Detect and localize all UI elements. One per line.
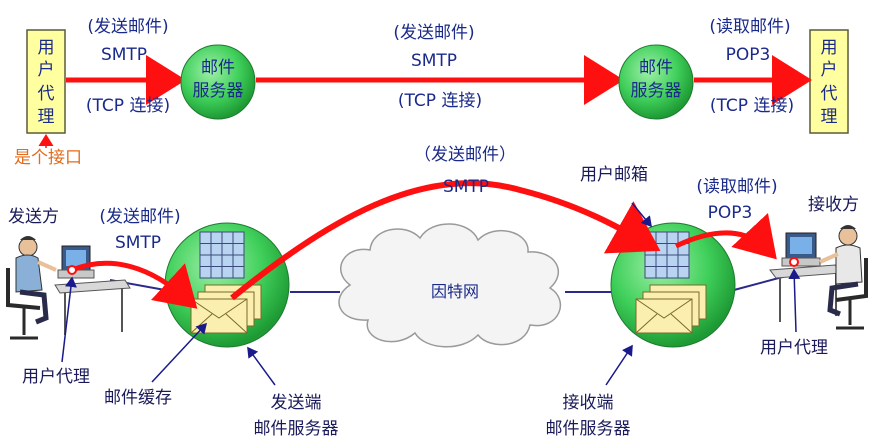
server1-line2: 服务器 — [193, 81, 244, 101]
label3-top: (读取邮件) — [709, 17, 790, 37]
top-mail-server-2: 邮件 服务器 — [618, 44, 694, 120]
ua-left-char-4: 理 — [38, 107, 55, 127]
ua-left-char-1: 用 — [38, 38, 55, 58]
send-arrow-origin — [67, 265, 77, 275]
ua-left-char-2: 户 — [38, 60, 55, 80]
read-label-top: (读取邮件) — [696, 177, 777, 197]
internet-cloud: 因特网 — [338, 223, 561, 348]
label2-proto: SMTP — [411, 51, 457, 71]
sender-person-icon — [6, 236, 131, 340]
recv-server-pointer — [605, 344, 633, 386]
server2-line2: 服务器 — [631, 81, 682, 101]
receiver-person-icon — [769, 225, 868, 330]
ua-left-label: 用户代理 — [22, 367, 90, 387]
send-label-proto: SMTP — [115, 233, 161, 253]
send-mail-server — [164, 222, 290, 348]
send-server-line2: 邮件服务器 — [254, 419, 339, 439]
label2-bottom: (TCP 连接) — [398, 91, 482, 111]
server1-line1: 邮件 — [201, 58, 235, 78]
bottom-arrow-relay — [230, 180, 661, 301]
ua-right-char-3: 代 — [821, 84, 838, 104]
mail-cache-label: 邮件缓存 — [104, 388, 172, 408]
sender-label: 发送方 — [8, 207, 59, 227]
relay-label-top: （发送邮件） — [414, 145, 516, 165]
receiver-label: 接收方 — [808, 195, 859, 215]
bottom-arrow-send — [71, 260, 198, 309]
mail-cache-pointer — [151, 322, 208, 383]
send-server-queue-grid — [199, 231, 245, 279]
top-user-agent-left: 用 户 代 理 — [26, 29, 66, 134]
mailbox-label: 用户邮箱 — [580, 165, 648, 185]
ua-right-char-2: 户 — [821, 60, 838, 80]
internet-label: 因特网 — [431, 282, 479, 301]
send-label-top: (发送邮件) — [99, 207, 180, 227]
server2-line1: 邮件 — [639, 58, 673, 78]
send-server-line1: 发送端 — [271, 393, 322, 413]
top-user-agent-right: 用 户 代 理 — [809, 29, 849, 134]
mailbox-pointer — [631, 202, 652, 228]
label3-proto: POP3 — [726, 45, 771, 65]
recv-envelopes — [635, 284, 707, 334]
label1-top: (发送邮件) — [87, 17, 168, 37]
ua-left-char-3: 代 — [38, 84, 55, 104]
label3-bottom: (TCP 连接) — [710, 96, 794, 116]
read-label-proto: POP3 — [708, 203, 753, 223]
ua-right-char-1: 用 — [821, 38, 838, 58]
read-arrow-end — [789, 257, 799, 267]
ua-left-pointer — [61, 276, 77, 363]
label2-top: (发送邮件) — [393, 23, 474, 43]
top-mail-server-1: 邮件 服务器 — [180, 44, 256, 120]
recv-server-line2: 邮件服务器 — [546, 419, 631, 439]
ua-right-char-4: 理 — [821, 107, 838, 127]
ua-right-pointer — [788, 268, 801, 333]
label1-bottom: (TCP 连接) — [86, 96, 170, 116]
user-mailbox-grid — [644, 231, 690, 279]
bottom-arrow-read — [674, 213, 777, 260]
label1-proto: SMTP — [101, 45, 147, 65]
ua-right-label: 用户代理 — [760, 338, 828, 358]
mail-cache-envelopes — [190, 284, 262, 334]
relay-label-proto: SMTP — [443, 177, 489, 197]
recv-server-line1: 接收端 — [563, 393, 614, 413]
send-server-pointer — [247, 346, 276, 386]
recv-mail-server — [610, 222, 736, 348]
interface-note: 是个接口 — [14, 148, 82, 168]
